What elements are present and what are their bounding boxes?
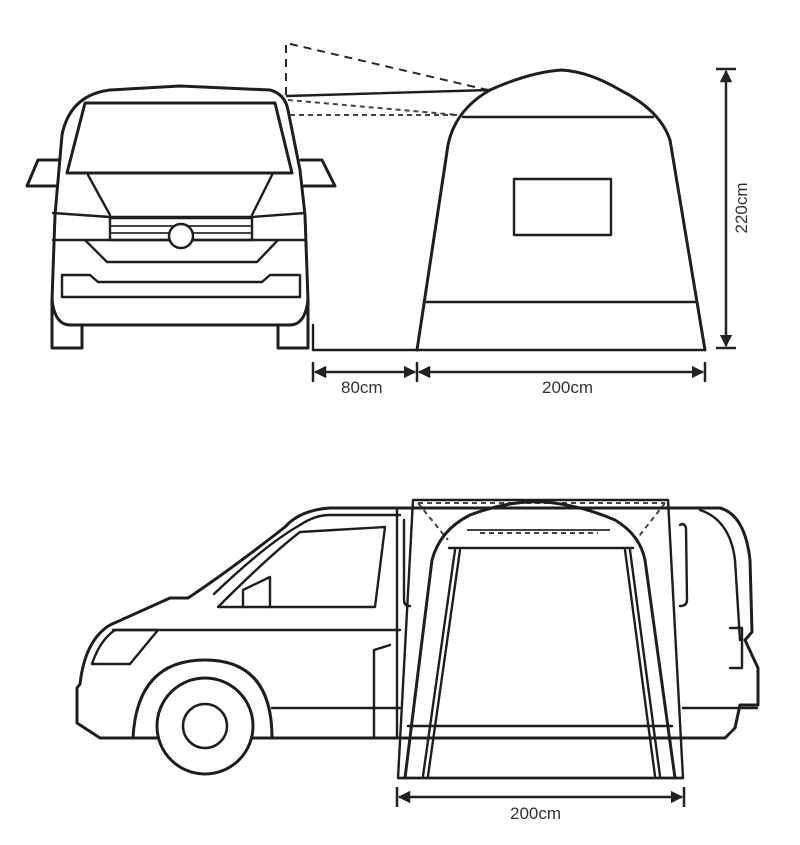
awning-front-illustration [285, 41, 707, 352]
awning-width-label: 200cm [542, 378, 594, 397]
gap-width-label: 80cm [341, 378, 383, 397]
awning-side-illustration [396, 498, 685, 780]
van-front-illustration [25, 84, 337, 350]
dimension-lines-top [311, 67, 736, 382]
van-side-illustration [75, 506, 760, 776]
dimension-lines-bottom [395, 787, 686, 807]
awning-depth-label: 200cm [510, 804, 562, 823]
awning-height-label: 220cm [732, 182, 751, 234]
